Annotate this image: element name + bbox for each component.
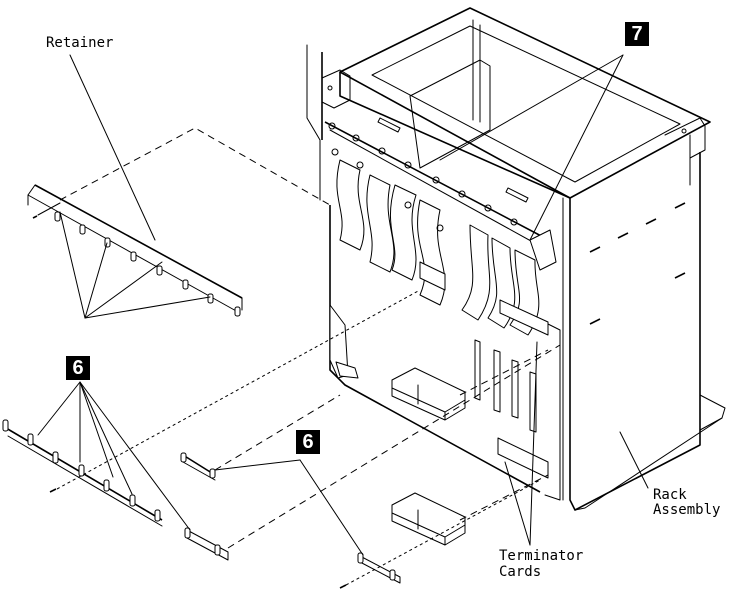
callout-6-left: 6 — [66, 356, 90, 380]
retainer-screw-upper — [33, 216, 37, 218]
rack-side-slots — [590, 203, 685, 324]
retainer-lower-bottom — [8, 436, 162, 526]
retainer-ends — [28, 185, 242, 310]
retainer-tabs — [55, 212, 240, 316]
rack-partition — [410, 60, 490, 168]
rack-bracket-hole — [328, 86, 332, 90]
leader-lines — [38, 55, 648, 555]
label-retainer: Retainer — [46, 36, 113, 51]
retainer-small-upper — [181, 453, 215, 480]
rack-front-slot-1 — [378, 118, 400, 132]
rack-top-outline — [340, 8, 710, 198]
callout-6-center: 6 — [296, 430, 320, 454]
terminator-card-lower — [392, 493, 465, 545]
card-slots — [475, 340, 548, 478]
retainer-top-edge — [35, 185, 242, 298]
retainer-small-lower-right — [340, 553, 400, 588]
screw-lower — [340, 585, 346, 588]
retainer-small-lower-left — [185, 528, 228, 560]
leader-retainer — [70, 55, 155, 240]
retainer-upper — [28, 185, 242, 316]
label-terminator-cards-line2: Cards — [499, 565, 541, 580]
rack-flange-hole — [682, 129, 686, 133]
rack-front-slot-2 — [506, 188, 528, 202]
assembly-guide-lines — [57, 128, 560, 585]
rack-back-left-panel — [307, 45, 320, 200]
leader-7-b — [530, 55, 623, 240]
clamp-group-left — [337, 160, 445, 305]
retainer-lower-screw — [50, 489, 56, 492]
leader-7-a — [440, 55, 623, 160]
rack-right-flange — [665, 118, 705, 158]
label-terminator-cards-line1: Terminator — [499, 549, 583, 564]
callout-7: 7 — [625, 22, 649, 46]
label-rack-assembly-line1: Rack — [653, 488, 687, 503]
terminator-card-upper — [392, 368, 465, 420]
retainer-lower — [3, 420, 162, 526]
rack-partition-edge — [473, 20, 480, 122]
label-rack-assembly-line2: Assembly — [653, 503, 720, 518]
